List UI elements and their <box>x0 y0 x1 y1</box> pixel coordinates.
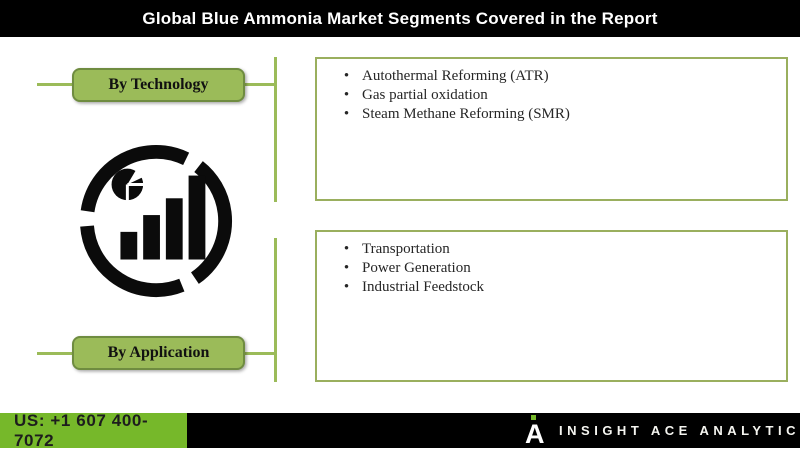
connector-line <box>245 83 276 86</box>
by-application-label: By Application <box>72 336 245 370</box>
list-item: Steam Methane Reforming (SMR) <box>331 105 776 124</box>
pie-chart-glyph <box>111 168 145 202</box>
connector-line <box>274 57 277 202</box>
technology-list: Autothermal Reforming (ATR) Gas partial … <box>317 59 786 124</box>
list-item: Transportation <box>331 240 776 259</box>
list-item: Autothermal Reforming (ATR) <box>331 67 776 86</box>
by-technology-label: By Technology <box>72 68 245 102</box>
connector-line <box>245 352 276 355</box>
connector-line <box>37 83 72 86</box>
title-banner: Global Blue Ammonia Market Segments Cove… <box>0 0 800 37</box>
connector-line <box>37 352 72 355</box>
bar-chart-glyph <box>120 175 206 260</box>
by-application-text: By Application <box>107 344 210 361</box>
market-analytics-icon <box>79 144 233 298</box>
brand-block: A INSIGHT ACE ANALYTIC <box>187 413 800 448</box>
phone-number: US: +1 607 400-7072 <box>14 410 149 450</box>
by-technology-text: By Technology <box>108 76 209 93</box>
page-title: Global Blue Ammonia Market Segments Cove… <box>142 8 658 28</box>
footer-bar: US: +1 607 400-7072 A INSIGHT ACE ANALYT… <box>0 410 800 450</box>
list-item: Industrial Feedstock <box>331 278 776 297</box>
list-item: Gas partial oxidation <box>331 86 776 105</box>
technology-items-box: Autothermal Reforming (ATR) Gas partial … <box>315 57 788 201</box>
application-list: Transportation Power Generation Industri… <box>317 232 786 297</box>
list-item: Power Generation <box>331 259 776 278</box>
brand-name: INSIGHT ACE ANALYTIC <box>559 423 800 438</box>
connector-line <box>274 238 277 382</box>
logo-a-glyph: A <box>525 419 545 449</box>
phone-block: US: +1 607 400-7072 <box>0 410 188 450</box>
logo-dot <box>531 415 537 420</box>
application-items-box: Transportation Power Generation Industri… <box>315 230 788 382</box>
insight-ace-logo-icon: A <box>525 415 547 449</box>
